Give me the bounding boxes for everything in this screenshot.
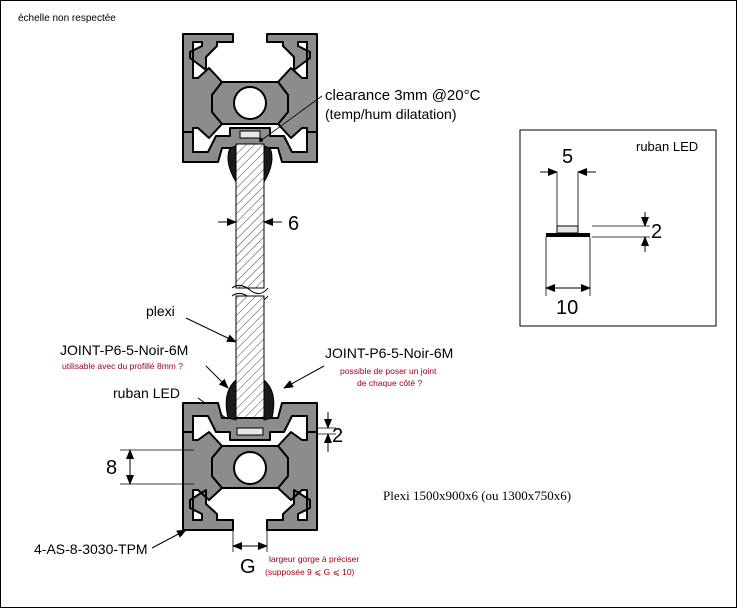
- inset-height: 2: [651, 221, 662, 243]
- led-height-dim: 2: [332, 425, 343, 447]
- led-inset: ruban LED 5 2 10: [519, 129, 717, 327]
- inset-width-top: 5: [562, 146, 573, 168]
- thickness-dim: 6: [288, 213, 299, 235]
- profile-label: 4-AS-8-3030-TPM: [34, 541, 148, 557]
- inset-led-strip: [546, 233, 590, 237]
- joint-left-leader: [205, 365, 229, 389]
- joint-left-note: utilisable avec du profillé 8mm ?: [62, 361, 183, 371]
- plexi-size: Plexi 1500x900x6 (ou 1300x750x6): [383, 488, 571, 503]
- joint-right-note-1: possible de poser un joint: [340, 366, 437, 376]
- bottom-profile: [182, 402, 318, 531]
- top-joint-left: [227, 145, 237, 184]
- joint-left-label: JOINT-P6-5-Noir-6M: [60, 342, 188, 358]
- break-line-top: [231, 284, 269, 294]
- bottom-joint-right: [263, 378, 275, 421]
- inset-led-chip: [556, 225, 579, 234]
- joint-right-label: JOINT-P6-5-Noir-6M: [325, 345, 453, 361]
- clearance-label: clearance 3mm @20°C: [325, 87, 481, 104]
- plexi-leader: [185, 317, 237, 343]
- led-label: ruban LED: [113, 385, 180, 401]
- profile-leader: [151, 529, 187, 549]
- plexi-label: plexi: [146, 303, 175, 319]
- top-joint-right: [263, 145, 273, 184]
- inset-width-bottom: 10: [556, 297, 578, 319]
- plexi-panel-top: [235, 143, 265, 289]
- plexi-panel-bottom: [235, 295, 265, 431]
- clearance-leader: [262, 95, 323, 140]
- gap-note-2: (supposée 9 ⩽ G ⩽ 10): [265, 567, 355, 577]
- clearance-note: (temp/hum dilatation): [325, 106, 457, 122]
- inset-title: ruban LED: [636, 139, 698, 154]
- joint-right-leader: [283, 365, 325, 389]
- joint-right-note-2: de chaque côté ?: [357, 378, 422, 388]
- bottom-joint-left: [225, 378, 237, 421]
- scale-note: échelle non respectée: [18, 13, 116, 24]
- gap-note-1: largeur gorge à préciser: [269, 554, 359, 564]
- gap-label: G: [240, 556, 256, 578]
- top-profile: [182, 33, 318, 163]
- slot-dim: 8: [106, 457, 117, 479]
- inset-frame: [519, 129, 717, 327]
